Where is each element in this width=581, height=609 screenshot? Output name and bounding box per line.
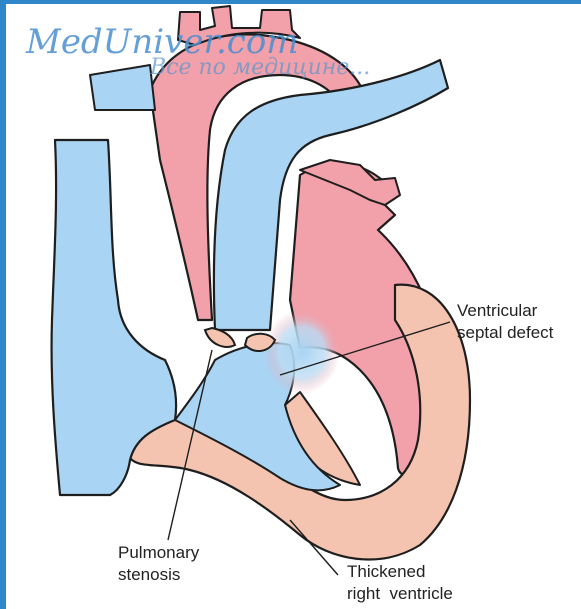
label-trv-line1: Thickened xyxy=(347,561,453,583)
pulmonary-veins xyxy=(90,65,155,110)
label-vsd-line2: septal defect xyxy=(457,322,553,344)
label-vsd-line1: Ventricular xyxy=(457,300,553,322)
vsd-glow xyxy=(264,310,340,394)
label-pulmonary-stenosis: Pulmonary stenosis xyxy=(118,542,199,586)
label-trv-line2: right ventricle xyxy=(347,583,453,605)
label-ventricular-septal-defect: Ventricular septal defect xyxy=(457,300,553,344)
label-thickened-right-ventricle: Thickened right ventricle xyxy=(347,561,453,605)
label-ps-line2: stenosis xyxy=(118,564,199,586)
watermark-tagline: Все по медицине... xyxy=(150,55,370,80)
label-ps-line1: Pulmonary xyxy=(118,542,199,564)
